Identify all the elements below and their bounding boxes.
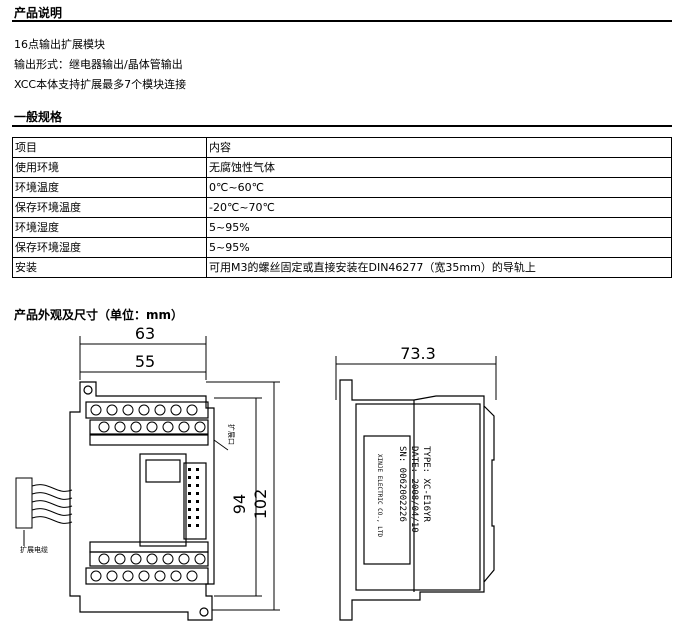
table-row: 使用环境 无腐蚀性气体: [12, 157, 672, 178]
table-header-cell: 内容: [206, 137, 672, 158]
expansion-cable: [15, 477, 73, 546]
dimension-label-94: 94: [230, 494, 249, 514]
spec-table: 项目 内容 使用环境 无腐蚀性气体 环境温度 0℃~60℃ 保存环境温度 -20…: [12, 137, 672, 278]
intro-line: 输出形式：继电器输出/晶体管输出: [14, 58, 183, 71]
table-cell: -20℃~70℃: [206, 197, 672, 218]
table-cell: 可用M3的螺丝固定或直接安装在DIN46277（宽35mm）的导轨上: [206, 257, 672, 278]
section-divider: [12, 20, 672, 22]
dimension-vertical: [206, 381, 280, 611]
module-side-view: [339, 379, 495, 621]
connector-pins: [188, 468, 199, 527]
intro-line: XCC本体支持扩展最多7个模块连接: [14, 78, 187, 91]
table-cell: 环境湿度: [12, 217, 207, 238]
dimension-label-102: 102: [251, 489, 270, 520]
side-label-lines: TYPE: XC-E16YR DATE: 2008/04/10 SN: 0062…: [376, 446, 431, 537]
table-row: 保存环境湿度 5~95%: [12, 237, 672, 258]
cable-label: 扩展电缆: [20, 545, 48, 554]
product-label-line: DATE: 2008/04/10: [409, 446, 419, 533]
terminal-screws-bottom: [90, 553, 206, 582]
intro-line: 16点输出扩展模块: [14, 38, 105, 51]
table-cell: 环境温度: [12, 177, 207, 198]
table-cell: 使用环境: [12, 157, 207, 178]
table-row: 环境温度 0℃~60℃: [12, 177, 672, 198]
table-cell: 0℃~60℃: [206, 177, 672, 198]
section-title-specs: 一般规格: [14, 110, 63, 124]
table-cell: 5~95%: [206, 217, 672, 238]
table-cell: 保存环境湿度: [12, 237, 207, 258]
table-row: 安装 可用M3的螺丝固定或直接安装在DIN46277（宽35mm）的导轨上: [12, 257, 672, 278]
dimension-73-3: [335, 356, 497, 400]
table-row: 保存环境温度 -20℃~70℃: [12, 197, 672, 218]
table-row: 环境湿度 5~95%: [12, 217, 672, 238]
terminal-screws-top: [90, 404, 206, 433]
table-header-cell: 项目: [12, 137, 207, 158]
table-cell: 5~95%: [206, 237, 672, 258]
table-cell: 安装: [12, 257, 207, 278]
product-label-line: SN: 0062002226: [397, 446, 407, 522]
dimension-63: [79, 336, 207, 380]
product-label-line: XINJE ELECTRIC CO., LTD: [376, 454, 383, 537]
section-title-dimensions: 产品外观及尺寸（单位：mm）: [14, 308, 184, 322]
section-divider: [12, 125, 672, 127]
table-header-row: 项目 内容: [12, 137, 672, 158]
dimension-label-63: 63: [135, 324, 155, 343]
port-leader-line: [213, 439, 229, 451]
port-label: 扩展口: [227, 424, 236, 445]
dimension-drawing: 63 55: [15, 324, 497, 621]
dimension-label-55: 55: [135, 352, 155, 371]
table-cell: 无腐蚀性气体: [206, 157, 672, 178]
table-cell: 保存环境温度: [12, 197, 207, 218]
section-title-intro: 产品说明: [14, 6, 63, 20]
module-front-view: [69, 381, 215, 621]
product-label-line: TYPE: XC-E16YR: [421, 446, 431, 522]
dimension-label-73-3: 73.3: [400, 344, 436, 363]
